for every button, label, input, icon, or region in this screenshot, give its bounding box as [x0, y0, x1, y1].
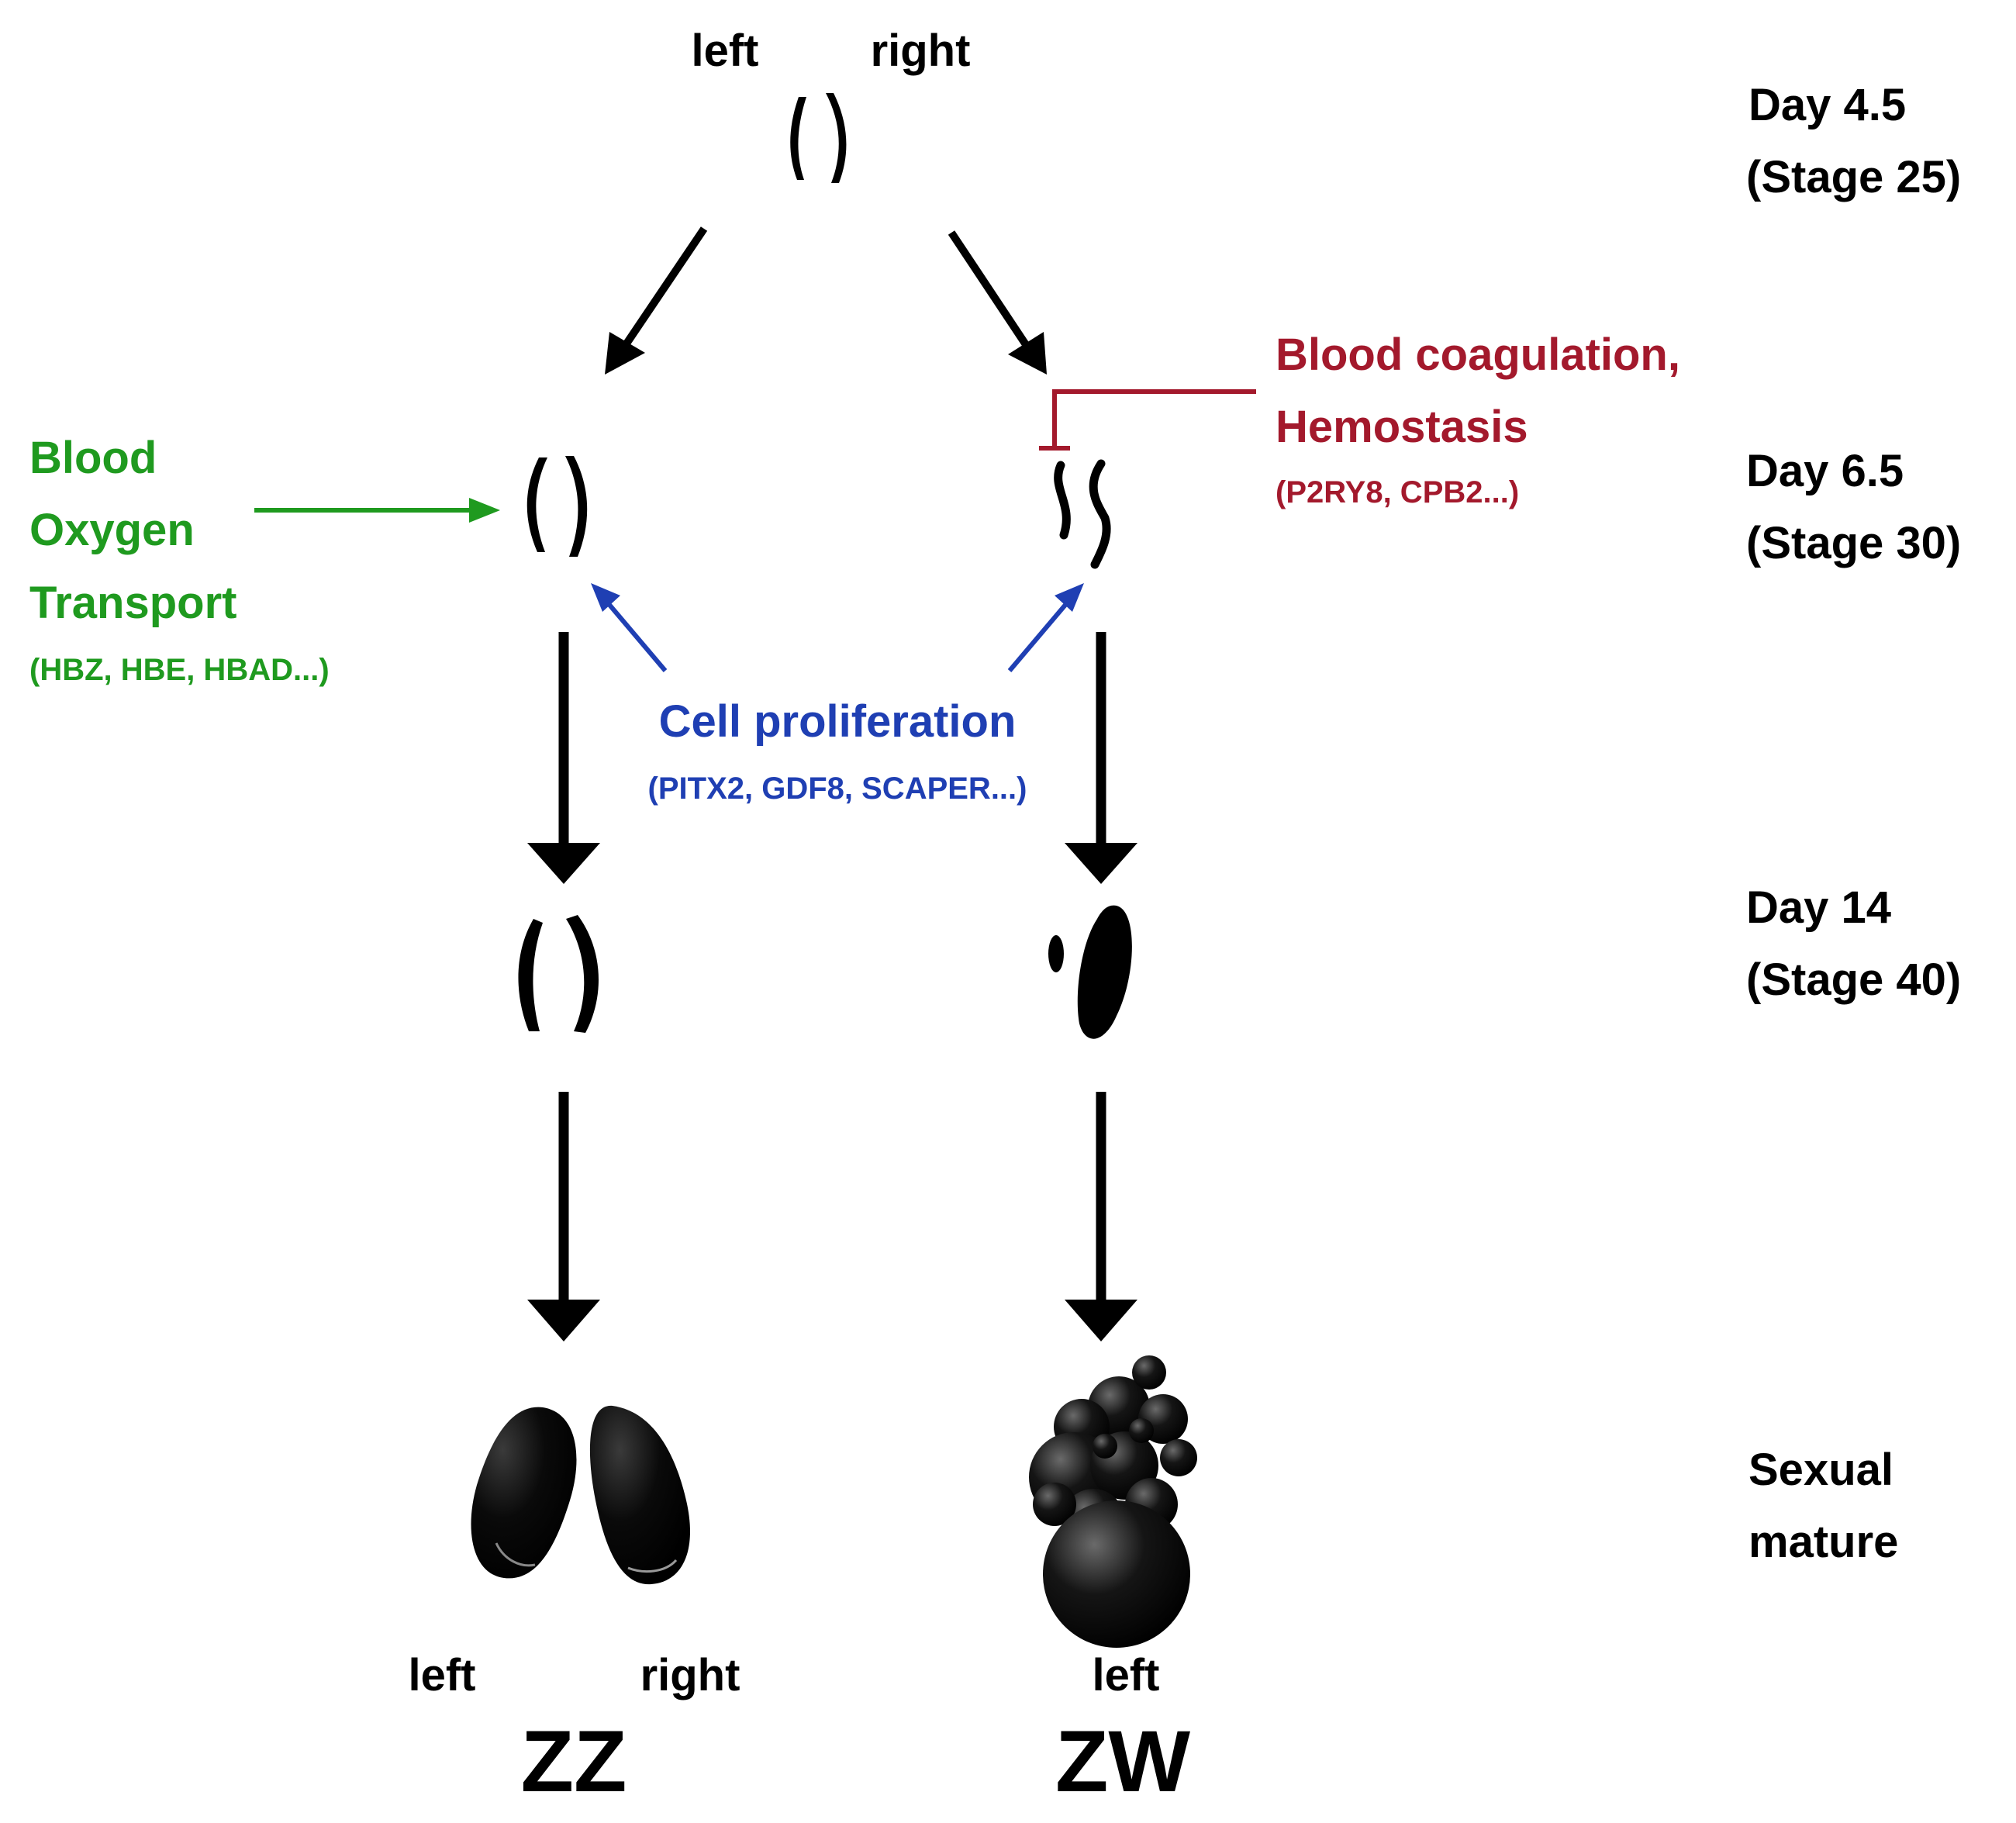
top-left-label: left: [692, 26, 759, 76]
zz-genotype-label: ZZ: [521, 1713, 627, 1810]
stage-mature: mature: [1748, 1517, 1898, 1567]
bottom-zz-left-label: left: [409, 1650, 476, 1700]
arrow-left-14-to-mature: [527, 1092, 600, 1341]
bottom-zz-right-label: right: [640, 1650, 740, 1700]
green-activation-arrow: [254, 498, 500, 523]
zw-genotype-label: ZW: [1055, 1713, 1190, 1810]
gonads-day-4-5: [790, 93, 847, 183]
stage-day-4-5: Day 4.5: [1748, 80, 1906, 130]
red-inhibition-arrow: [1039, 389, 1256, 451]
arrow-top-to-right: [948, 230, 1047, 375]
stage-day-6-5: Day 6.5: [1746, 446, 1904, 496]
arrow-right-14-to-mature: [1065, 1092, 1137, 1341]
stage-sexual: Sexual: [1748, 1445, 1893, 1495]
green-line-blood: Blood: [29, 433, 157, 483]
green-line-oxygen: Oxygen: [29, 505, 195, 555]
mature-testes-zz: [471, 1405, 690, 1585]
arrow-right-6-5-to-14: [1065, 632, 1137, 884]
red-process-label: Blood coagulation, Hemostasis (P2RY8, CP…: [1276, 330, 1680, 509]
red-genes: (P2RY8, CPB2...): [1276, 475, 1519, 509]
green-process-label: Blood Oxygen Transport (HBZ, HBE, HBAD..…: [29, 433, 330, 687]
blue-activation-arrow-right: [1007, 583, 1084, 672]
gonads-day-6-5-zz: [526, 456, 588, 557]
green-genes: (HBZ, HBE, HBAD...): [29, 653, 330, 687]
arrow-top-to-left: [605, 226, 708, 375]
red-line-hemostasis: Hemostasis: [1276, 402, 1528, 452]
blue-process-label: Cell proliferation (PITX2, GDF8, SCAPER.…: [648, 696, 1027, 806]
top-right-label: right: [871, 26, 971, 76]
gonads-day-14-zw: [1048, 905, 1132, 1039]
blue-activation-arrow-left: [591, 583, 668, 672]
gonads-day-6-5-zw: [1054, 459, 1111, 569]
blue-genes: (PITX2, GDF8, SCAPER...): [648, 772, 1027, 806]
stage-day-14: Day 14: [1746, 882, 1891, 933]
green-line-transport: Transport: [29, 578, 237, 628]
blue-title: Cell proliferation: [659, 696, 1017, 747]
gonads-day-14-zz: [518, 915, 599, 1033]
mature-ovary-zw: [1029, 1355, 1197, 1648]
stage-25: (Stage 25): [1746, 152, 1961, 202]
stage-40: (Stage 40): [1746, 955, 1961, 1005]
red-line-coagulation: Blood coagulation,: [1276, 330, 1680, 380]
stage-30: (Stage 30): [1746, 518, 1961, 568]
bottom-zw-left-label: left: [1093, 1650, 1160, 1700]
arrow-left-6-5-to-14: [527, 632, 600, 884]
